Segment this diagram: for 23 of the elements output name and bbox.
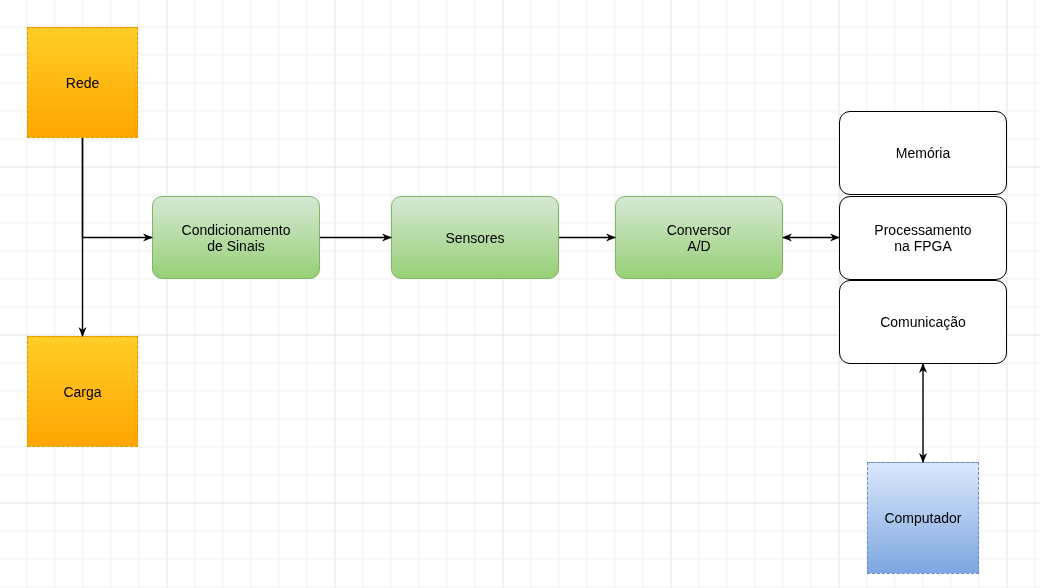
node-label: Carga <box>63 383 102 400</box>
arrow <box>558 233 616 242</box>
load-box <box>27 336 138 447</box>
node-label: Computador <box>884 510 962 526</box>
node-label: Sensores <box>445 229 505 246</box>
node-label: Rede <box>65 74 100 91</box>
process-box <box>839 280 1007 364</box>
node-label: Conversor A/D <box>666 221 732 254</box>
process-box <box>391 196 559 279</box>
node-label: Processamento na FPGA <box>874 222 972 254</box>
node-label: Memória <box>895 145 951 161</box>
process-box <box>839 196 1007 280</box>
process-box <box>615 196 783 279</box>
arrow <box>319 233 392 242</box>
node-label: Comunicação <box>880 314 966 330</box>
memory-box <box>839 111 1007 195</box>
arrow <box>81 137 153 242</box>
computer-box <box>867 462 979 574</box>
arrow <box>919 363 927 463</box>
node-label: Condicionamento de Sinais <box>181 221 291 254</box>
power-grid-box <box>27 27 138 138</box>
process-box <box>152 196 320 279</box>
arrow <box>782 233 840 242</box>
